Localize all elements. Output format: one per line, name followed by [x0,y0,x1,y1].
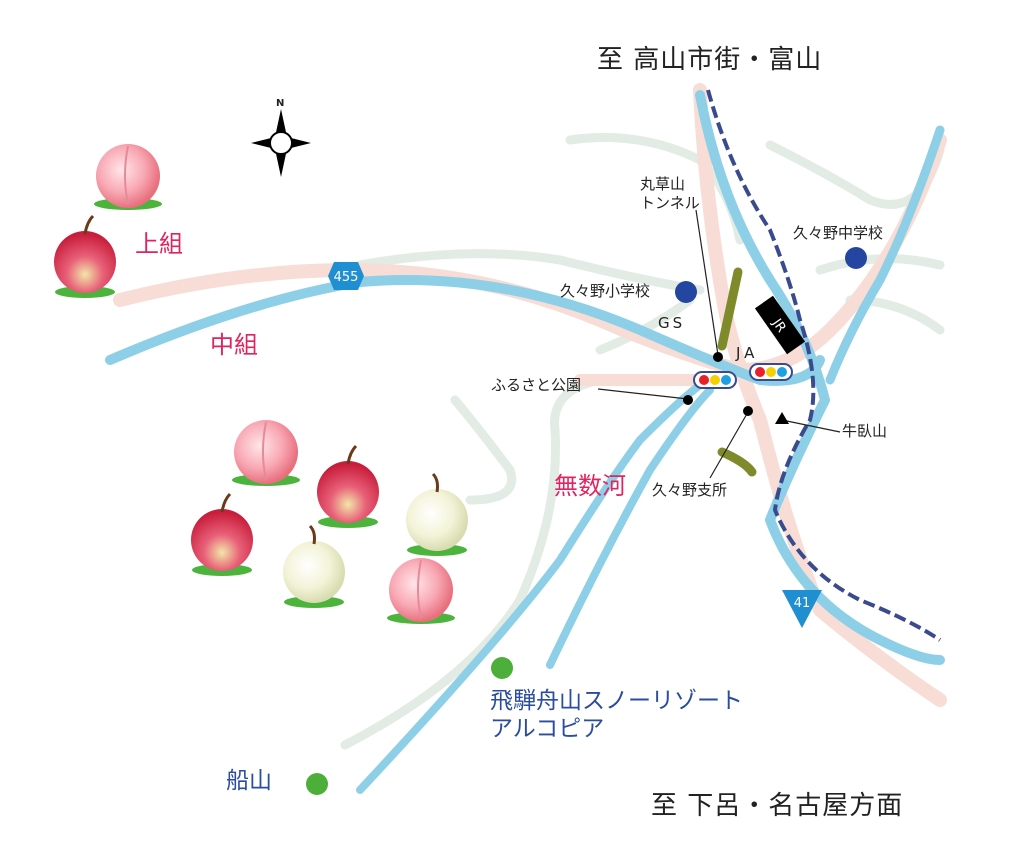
apple-icon [54,214,116,298]
compass-icon [251,109,311,177]
furusato-park-label: ふるさと公園 [491,376,582,394]
svg-text:41: 41 [794,596,811,611]
route-41-shield: 41 [782,590,822,628]
middle-school-label: 久々野中学校 [793,224,884,242]
area-kamigumi: 上組 [135,230,183,258]
funayama-marker [306,773,328,795]
funayama-label: 船山 [226,768,272,794]
area-musouko: 無数河 [554,472,626,500]
tunnel-label-line2: トンネル [640,194,700,212]
route-455-shield: 455 [328,262,364,290]
railway [706,89,942,642]
ski-resort-label-line2: アルコピア [490,716,605,742]
peach-icon [94,144,162,210]
compass-north-label: N [276,98,285,109]
railway-label: JR [754,295,806,355]
middle-school-marker [845,247,867,269]
destination-north: 至 高山市街・富山 [597,45,823,75]
rivers [105,90,945,794]
branch-office-marker [743,406,753,416]
ushibuseyama-label: 牛臥山 [842,422,888,440]
peach-icon [387,558,455,624]
pear-icon [283,524,345,608]
pear-icon [406,472,468,556]
park-marker [683,395,693,405]
ski-resort-marker [491,657,513,679]
branch-office-label: 久々野支所 [652,481,728,499]
mountain-peak-icon [775,412,789,424]
leader-lines [597,209,841,479]
tunnel-label-line1: 丸草山 [640,175,686,193]
marukusayama-tunnel [717,267,743,351]
apple-icon [191,492,253,576]
elementary-school-marker [675,281,697,303]
area-nakagumi: 中組 [210,331,258,359]
elementary-school-label: 久々野小学校 [560,282,651,300]
ski-resort-label-line1: 飛騨舟山スノーリゾート [490,688,743,714]
svg-text:455: 455 [334,270,359,285]
gas-station-label: GS [658,314,686,332]
ja-label: JA [736,344,759,362]
tunnels [717,267,757,477]
peach-icon [232,420,300,486]
fruit-illustrations [54,144,468,624]
apple-icon [317,444,379,528]
destination-south: 至 下呂・名古屋方面 [651,791,904,821]
roads [113,83,947,707]
traffic-signal-1 [693,371,737,389]
traffic-signal-2 [749,363,793,381]
gas-station-marker [713,352,723,362]
lower-tunnel [717,447,757,477]
